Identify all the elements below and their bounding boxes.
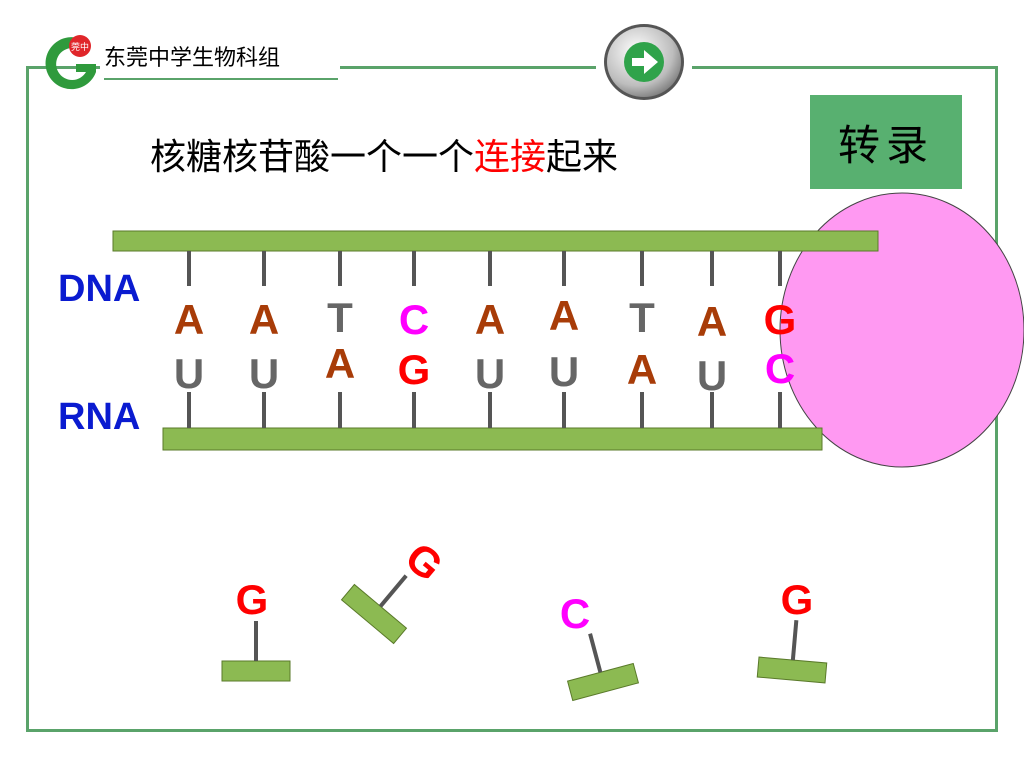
rna-base: A: [325, 340, 355, 387]
free-base: G: [397, 533, 452, 590]
base-pair: AU: [475, 251, 505, 428]
rna-base: G: [398, 346, 431, 393]
base-pair: TA: [325, 251, 355, 428]
nucleotide-backbone: [221, 660, 291, 682]
free-nucleotide: G: [756, 576, 828, 684]
base-pair: CG: [398, 251, 431, 428]
org-name: 东莞中学生物科组: [104, 46, 281, 71]
rna-base: U: [249, 350, 279, 397]
rna-base: U: [549, 348, 579, 395]
nucleotide-bond-line: [588, 633, 603, 673]
dna-base: A: [697, 298, 727, 345]
dna-base: G: [764, 296, 797, 343]
base-pair: GC: [764, 251, 797, 428]
rna-base: A: [627, 346, 657, 393]
dna-base: A: [549, 292, 579, 339]
nucleotide-backbone: [340, 583, 408, 645]
base-pair: AU: [697, 251, 727, 428]
free-nucleotide: G: [340, 533, 452, 645]
base-pair: AU: [174, 251, 204, 428]
free-base: G: [236, 576, 269, 623]
rna-label: RNA: [58, 396, 141, 438]
dna-strand: [112, 230, 879, 252]
school-logo: 莞中: [45, 35, 96, 90]
title-part2: 起来: [546, 137, 619, 178]
dna-base: A: [249, 296, 279, 343]
dna-label: DNA: [58, 268, 141, 310]
free-nucleotide: C: [560, 590, 640, 702]
free-base: G: [781, 576, 814, 623]
nucleotide-bond-line: [790, 620, 799, 661]
next-button[interactable]: [602, 22, 686, 102]
org-underline: [104, 78, 338, 80]
rna-base: U: [475, 350, 505, 397]
base-pair: AU: [549, 251, 579, 428]
free-nucleotide: G: [221, 576, 291, 682]
dna-base: A: [475, 296, 505, 343]
logo-badge-text: 莞中: [71, 41, 89, 53]
rna-base: U: [697, 352, 727, 399]
nucleotide-bond-line: [378, 574, 408, 608]
dna-base: T: [327, 294, 353, 341]
transcription-badge[interactable]: 转录: [810, 95, 962, 189]
rna-strand: [162, 427, 823, 451]
rna-polymerase: [779, 192, 1024, 468]
rna-base: U: [174, 350, 204, 397]
dna-base: C: [399, 296, 429, 343]
slide-title: 核糖核苷酸一个一个连接起来: [150, 128, 618, 180]
base-pair: AU: [249, 251, 279, 428]
free-base: C: [560, 590, 590, 637]
nucleotide-backbone: [566, 662, 640, 702]
rna-base: C: [765, 345, 795, 392]
title-part1: 核糖核苷酸一个一个: [150, 137, 475, 178]
title-highlight: 连接: [474, 137, 547, 178]
base-pair: TA: [627, 251, 657, 428]
nucleotide-backbone: [756, 656, 828, 684]
arrow-right-icon: [624, 42, 664, 82]
dna-base: T: [629, 294, 655, 341]
dna-base: A: [174, 296, 204, 343]
